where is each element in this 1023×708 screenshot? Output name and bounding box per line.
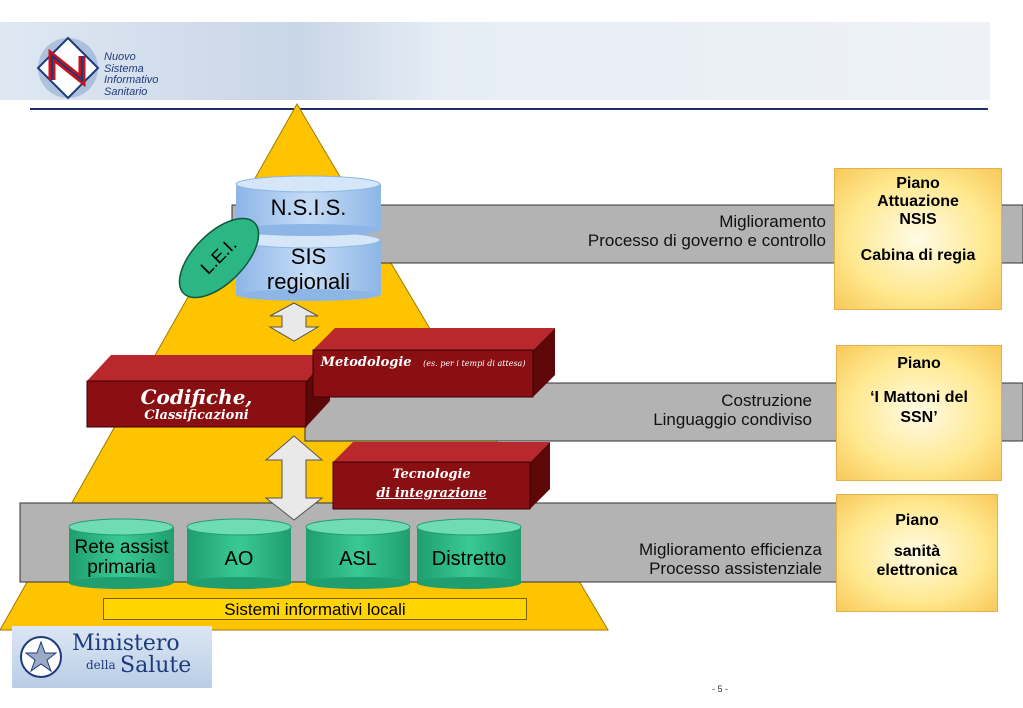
piano-line: Piano (896, 175, 940, 192)
band-text-linguaggio: Costruzione Linguaggio condiviso (560, 391, 812, 429)
piano-line (837, 374, 1001, 388)
cylinder-sis-regionali (235, 231, 381, 301)
sis-label-line2: regionali (266, 269, 351, 294)
piano-line: Piano (895, 512, 939, 529)
cylinder-nsis (235, 175, 381, 236)
logo-text: Nuovo Sistema Informativo Sanitario (104, 51, 159, 98)
piano-box-sanita: Piano sanità elettronica (836, 494, 998, 612)
piano-line: sanità (893, 543, 941, 560)
metodologie-text: Metodologie (es. per i tempi di attesa) (313, 354, 533, 371)
band-line: Processo assistenziale (649, 559, 822, 578)
sistemi-informativi-box: Sistemi informativi locali (103, 598, 527, 620)
ministero-line1: Ministero (72, 631, 180, 656)
piano-line (837, 530, 997, 542)
piano-line: SSN’ (900, 409, 938, 426)
band-line: Processo di governo e controllo (587, 231, 826, 250)
rete-line2: primaria (87, 557, 156, 578)
box-metodologie (312, 328, 555, 398)
logo-line: Informativo (104, 74, 159, 86)
piano-line: NSIS (899, 211, 937, 228)
ministero-della: della (86, 658, 116, 672)
cylinder-distretto (416, 518, 522, 589)
rete-line1: Rete assist (74, 537, 169, 558)
cylinder-asl (305, 518, 411, 589)
emblem-icon (20, 636, 62, 678)
lei-ellipse (178, 217, 260, 299)
band-text-assistenziale: Miglioramento efficienza Processo assist… (560, 540, 822, 578)
tecnologie-line1: Tecnologie (392, 467, 471, 482)
codifiche-text: Codifiche, Classificazioni (87, 386, 306, 423)
logo-line: Nuovo (104, 51, 136, 63)
piano-line: ‘I Mattoni del (870, 389, 968, 406)
cylinder-rete (68, 518, 174, 589)
piano-line: Piano (897, 355, 941, 372)
ao-label: AO (224, 548, 254, 570)
band-line: Miglioramento (719, 212, 826, 231)
logo-line: Sistema (104, 62, 144, 75)
asl-label: ASL (339, 548, 377, 570)
piano-line: elettronica (876, 562, 958, 579)
logo-line: Sanitario (104, 85, 148, 98)
nsis-logo-icon (36, 36, 100, 100)
rete-label: Rete assist primaria (59, 538, 184, 578)
header-banner (0, 22, 990, 100)
double-arrow-lower (264, 435, 324, 521)
piano-line: Cabina di regia (860, 247, 976, 264)
metodologie-note: (es. per i tempi di attesa) (423, 359, 526, 368)
band-line: Linguaggio condiviso (653, 410, 812, 429)
page-number: - 5 - (711, 684, 728, 694)
nsis-label: N.S.I.S. (270, 195, 347, 220)
piano-line: Attuazione (877, 193, 959, 210)
distretto-label: Distretto (431, 548, 507, 570)
piano-box-nsis: Piano Attuazione NSIS Cabina di regia (834, 168, 1002, 310)
tecnologie-text: Tecnologie di integrazione (333, 465, 530, 503)
band-line: Costruzione (721, 391, 812, 410)
metodologie-title: Metodologie (320, 355, 412, 370)
piano-line (835, 229, 1001, 247)
cylinder-ao (186, 518, 292, 589)
sis-label-line1: SIS (290, 244, 327, 269)
band-line: Miglioramento efficienza (639, 540, 822, 559)
ministero-logo: Ministero della Salute (12, 626, 212, 688)
codifiche-title: Codifiche, (140, 385, 253, 409)
box-tecnologie (332, 442, 550, 510)
header-rule (30, 108, 988, 110)
double-arrow-upper (268, 302, 320, 342)
codifiche-sub: Classificazioni (144, 408, 249, 423)
sis-regionali-label: SIS regionali (236, 244, 381, 294)
band-text-governo: Miglioramento Processo di governo e cont… (480, 212, 826, 250)
tecnologie-line2: di integrazione (376, 486, 487, 501)
ministero-salute: Salute (120, 653, 192, 678)
piano-box-mattoni: Piano ‘I Mattoni del SSN’ (836, 345, 1002, 481)
